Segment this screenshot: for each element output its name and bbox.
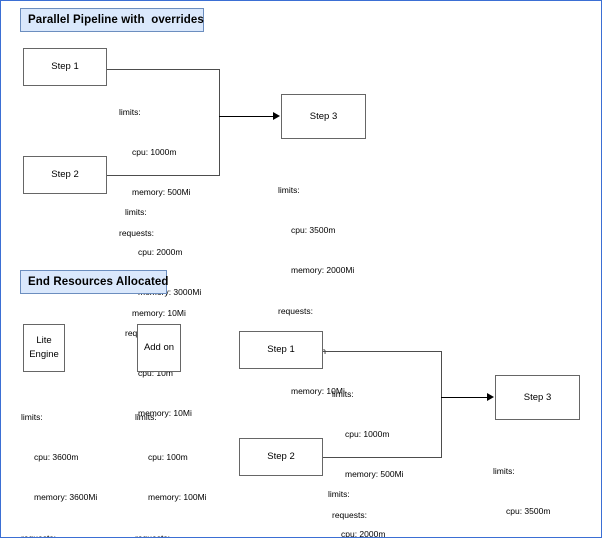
edge-top-to-step3: [219, 116, 273, 117]
limits-label: limits:: [493, 465, 515, 476]
limits-memory: memory: 3600Mi: [34, 492, 98, 503]
edge-bottom-bracket-vertical: [441, 351, 442, 458]
limits-cpu: cpu: 1000m: [345, 429, 390, 440]
limits-memory: memory: 2000Mi: [291, 265, 355, 276]
limits-cpu: cpu: 2000m: [138, 247, 183, 258]
edge-bottom-to-step3: [441, 397, 487, 398]
resources-add-on: limits: cpu: 100m memory: 100Mi requests…: [135, 384, 207, 538]
limits-label: limits:: [21, 411, 43, 422]
node-bottom-step1[interactable]: Step 1: [239, 331, 323, 369]
edge-top-bracket-vertical: [219, 69, 220, 176]
limits-cpu: cpu: 1000m: [132, 147, 177, 158]
node-top-step2[interactable]: Step 2: [23, 156, 107, 194]
resources-lite-engine: limits: cpu: 3600m memory: 3600Mi reques…: [21, 384, 98, 538]
limits-cpu: cpu: 3500m: [291, 225, 336, 236]
node-lite-engine-line1: Lite: [36, 335, 52, 347]
limits-label: limits:: [328, 488, 350, 499]
requests-memory: memory: 10Mi: [138, 408, 192, 419]
requests-label: requests:: [119, 227, 154, 238]
limits-label: limits:: [125, 206, 147, 217]
requests-label: requests:: [21, 532, 56, 538]
resources-bottom-step1: limits: cpu: 1000m memory: 500Mi request…: [332, 361, 404, 537]
requests-cpu: cpu: 10m: [138, 367, 173, 378]
requests-label: requests:: [332, 509, 367, 520]
limits-memory: memory: 500Mi: [132, 187, 191, 198]
limits-label: limits:: [119, 106, 141, 117]
section-title-end-resources-allocated: End Resources Allocated: [20, 270, 168, 294]
limits-label: limits:: [278, 184, 300, 195]
edge-top-step2-out: [107, 175, 219, 176]
node-bottom-step3[interactable]: Step 3: [495, 375, 580, 420]
limits-memory: memory: 500Mi: [345, 469, 404, 480]
resources-bottom-step2: limits: cpu: 2000m memory: 3000Mi reques…: [328, 461, 404, 538]
requests-label: requests:: [278, 305, 313, 316]
limits-cpu: cpu: 2000m: [341, 529, 386, 538]
arrow-head-bottom-step3: [487, 393, 494, 401]
node-bottom-step2[interactable]: Step 2: [239, 438, 323, 476]
section-title-parallel-pipeline: Parallel Pipeline with overrides: [20, 8, 204, 32]
node-top-step1[interactable]: Step 1: [23, 48, 107, 86]
node-add-on[interactable]: Add on: [137, 324, 181, 372]
limits-cpu: cpu: 3600m: [34, 452, 79, 463]
resources-bottom-step3: limits: cpu: 3500m memory: 2000Mi reques…: [493, 438, 569, 537]
node-lite-engine[interactable]: Lite Engine: [23, 324, 65, 372]
edge-top-step1-out: [107, 69, 219, 70]
limits-label: limits:: [135, 411, 157, 422]
node-top-step3[interactable]: Step 3: [281, 94, 366, 139]
limits-label: limits:: [332, 388, 354, 399]
limits-cpu: cpu: 100m: [148, 452, 188, 463]
arrow-head-top-step3: [273, 112, 280, 120]
requests-memory: memory: 10Mi: [291, 386, 345, 397]
limits-memory: memory: 100Mi: [148, 492, 207, 503]
requests-label: requests:: [135, 532, 170, 538]
edge-bottom-step2-out: [323, 457, 441, 458]
node-lite-engine-line2: Engine: [29, 349, 59, 360]
requests-memory: memory: 10Mi: [132, 308, 186, 319]
edge-bottom-step1-out: [323, 351, 441, 352]
limits-cpu: cpu: 3500m: [506, 506, 551, 517]
